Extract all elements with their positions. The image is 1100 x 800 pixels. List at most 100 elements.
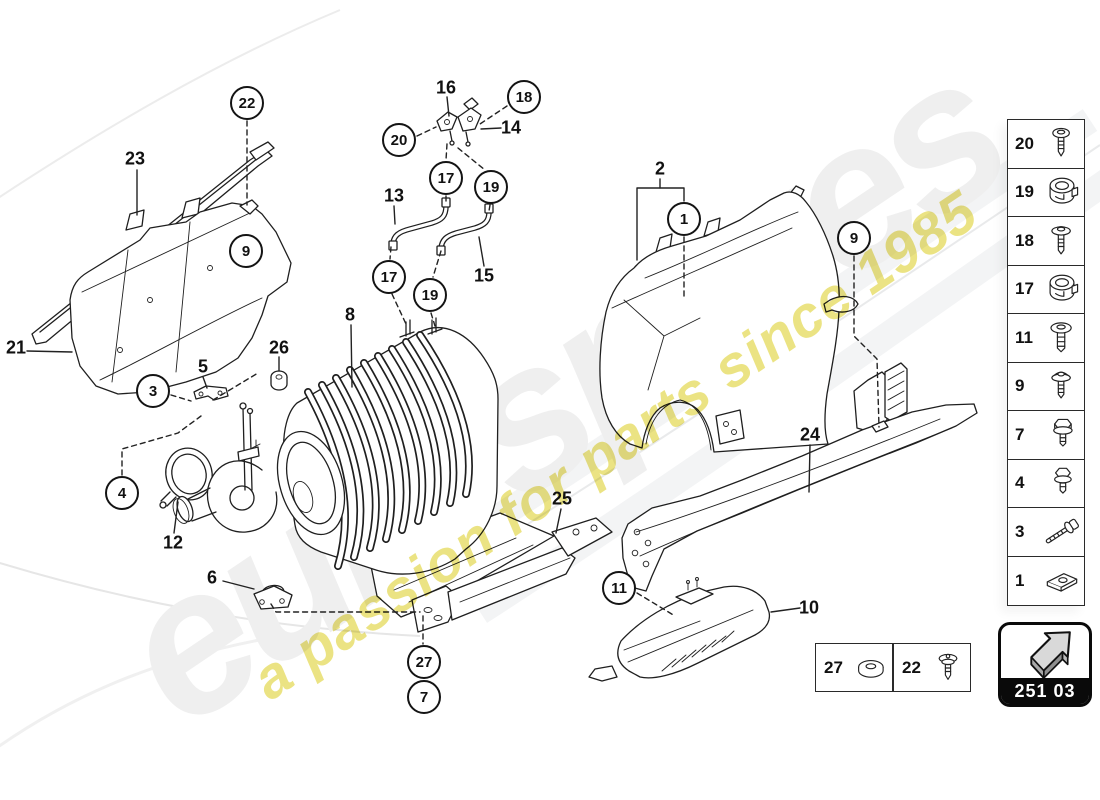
callout-circle-11[interactable]: 11 bbox=[602, 571, 636, 605]
callout-circle-7[interactable]: 7 bbox=[407, 680, 441, 714]
leader-lines-solid bbox=[26, 96, 811, 613]
legend-part-number: 19 bbox=[1015, 182, 1034, 202]
round-head-screw-icon bbox=[1051, 371, 1071, 399]
label-12[interactable]: 12 bbox=[162, 532, 184, 553]
fastener-box-27[interactable]: 27 bbox=[815, 643, 893, 692]
label-10[interactable]: 10 bbox=[798, 597, 820, 618]
callout-number: 17 bbox=[380, 268, 398, 286]
label-23[interactable]: 23 bbox=[124, 148, 146, 169]
section-code: 251 03 bbox=[1001, 678, 1089, 704]
part-16-14-brackets bbox=[436, 97, 482, 147]
callout-number: 22 bbox=[238, 94, 256, 112]
label-13[interactable]: 13 bbox=[383, 185, 405, 206]
label-2[interactable]: 2 bbox=[654, 158, 666, 179]
flange-bolt-icon bbox=[1054, 467, 1072, 494]
legend-item-7[interactable]: 7 bbox=[1008, 411, 1084, 460]
label-15[interactable]: 15 bbox=[473, 265, 495, 286]
legend-item-11[interactable]: 11 bbox=[1008, 314, 1084, 363]
callout-circle-17-upper[interactable]: 17 bbox=[429, 161, 463, 195]
legend-item-3[interactable]: 3 bbox=[1008, 508, 1084, 557]
callout-number: 17 bbox=[437, 169, 455, 187]
callout-number: 11 bbox=[611, 579, 627, 597]
legend-item-4[interactable]: 4 bbox=[1008, 459, 1084, 508]
leader-lines-dashed bbox=[121, 105, 880, 645]
pan-head-screw-icon bbox=[1052, 127, 1070, 157]
legend-item-17[interactable]: 17 bbox=[1008, 265, 1084, 314]
part-21-heat-shield-left bbox=[69, 197, 292, 395]
label-16[interactable]: 16 bbox=[435, 77, 457, 98]
fastener-part-number: 22 bbox=[902, 657, 921, 677]
silencer-ribs bbox=[304, 331, 473, 570]
label-21[interactable]: 21 bbox=[5, 337, 27, 358]
callout-circle-9-left[interactable]: 9 bbox=[229, 234, 263, 268]
part-8-silencer bbox=[172, 317, 555, 618]
long-bolt-icon bbox=[1045, 518, 1079, 544]
callout-circle-22[interactable]: 22 bbox=[230, 86, 264, 120]
callout-number: 7 bbox=[419, 688, 429, 706]
section-badge[interactable]: 251 03 bbox=[998, 622, 1092, 707]
legend-part-number: 3 bbox=[1015, 521, 1025, 541]
callout-circle-18[interactable]: 18 bbox=[507, 80, 541, 114]
part-6-mount-bracket bbox=[253, 584, 293, 610]
part-10-diffuser bbox=[588, 577, 771, 682]
legend-item-1[interactable]: 1 bbox=[1008, 556, 1084, 605]
hose-13 bbox=[388, 197, 451, 251]
callout-number: 4 bbox=[117, 484, 127, 502]
part-25-support-bracket bbox=[411, 517, 613, 633]
legend-part-number: 18 bbox=[1015, 230, 1034, 250]
hose-clamp-icon bbox=[1049, 177, 1079, 204]
legend-item-18[interactable]: 18 bbox=[1008, 217, 1084, 266]
callout-number: 27 bbox=[415, 653, 433, 671]
callout-circle-3[interactable]: 3 bbox=[136, 374, 170, 408]
legend-item-20[interactable]: 20 bbox=[1008, 120, 1084, 169]
callout-circle-9-right[interactable]: 9 bbox=[837, 221, 871, 255]
callout-number: 9 bbox=[849, 229, 859, 247]
callout-circle-19-lower[interactable]: 19 bbox=[413, 278, 447, 312]
square-nut-plate-icon bbox=[1046, 572, 1078, 592]
fastener-part-number: 27 bbox=[824, 657, 843, 677]
callout-number: 19 bbox=[482, 178, 500, 196]
legend-item-19[interactable]: 19 bbox=[1008, 168, 1084, 217]
callout-circle-19-upper[interactable]: 19 bbox=[474, 170, 508, 204]
legend-part-number: 17 bbox=[1015, 279, 1034, 299]
part-24-cross-member bbox=[621, 362, 978, 592]
legend-part-number: 4 bbox=[1015, 473, 1025, 493]
washer-icon bbox=[858, 659, 884, 678]
label-25[interactable]: 25 bbox=[551, 488, 573, 509]
dome-head-screw-icon bbox=[1051, 225, 1071, 255]
callout-number: 1 bbox=[679, 210, 689, 228]
legend-part-number: 20 bbox=[1015, 133, 1034, 153]
flat-head-screw-icon bbox=[1050, 322, 1072, 353]
fastener-box-22[interactable]: 22 bbox=[893, 643, 971, 692]
legend-part-number: 11 bbox=[1015, 327, 1033, 347]
callout-number: 20 bbox=[390, 131, 408, 149]
flange-bolt-icon bbox=[1053, 418, 1073, 447]
callout-circle-1[interactable]: 1 bbox=[667, 202, 701, 236]
legend-part-number: 7 bbox=[1015, 424, 1025, 444]
label-24[interactable]: 24 bbox=[799, 424, 821, 445]
part-26-grommet bbox=[270, 370, 288, 391]
part-5-bracket bbox=[193, 385, 229, 401]
callout-number: 18 bbox=[515, 88, 533, 106]
label-8[interactable]: 8 bbox=[344, 304, 356, 325]
label-26[interactable]: 26 bbox=[268, 337, 290, 358]
callout-number: 3 bbox=[148, 382, 158, 400]
part-2-heat-shield-right bbox=[599, 185, 859, 453]
callout-circle-27[interactable]: 27 bbox=[407, 645, 441, 679]
fastener-legend: 20 19 18 17 bbox=[1007, 119, 1085, 606]
label-6[interactable]: 6 bbox=[206, 567, 218, 588]
section-arrow-icon bbox=[1001, 625, 1089, 681]
callout-circle-4[interactable]: 4 bbox=[105, 476, 139, 510]
legend-part-number: 9 bbox=[1015, 376, 1025, 396]
label-14[interactable]: 14 bbox=[500, 117, 522, 138]
callout-number: 19 bbox=[421, 286, 439, 304]
label-5[interactable]: 5 bbox=[197, 356, 209, 377]
washer-screw-icon bbox=[938, 653, 958, 680]
callout-number: 9 bbox=[241, 242, 251, 260]
callout-circle-20[interactable]: 20 bbox=[382, 123, 416, 157]
callout-circle-17-lower[interactable]: 17 bbox=[372, 260, 406, 294]
legend-part-number: 1 bbox=[1015, 570, 1025, 590]
legend-item-9[interactable]: 9 bbox=[1008, 362, 1084, 411]
